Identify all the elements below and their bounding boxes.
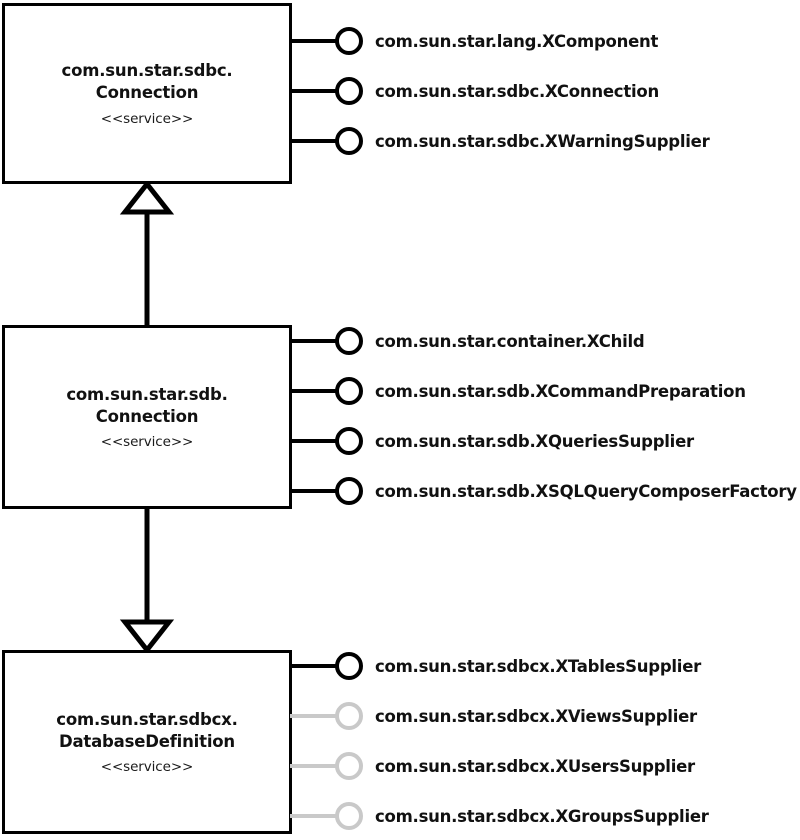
interface-circle-icon[interactable] <box>335 702 363 730</box>
interface-circle-icon[interactable] <box>335 752 363 780</box>
interface-connector-line <box>290 814 336 818</box>
service-title: com.sun.star.sdbcx. DatabaseDefinition <box>56 709 238 751</box>
interface-label: com.sun.star.sdbcx.XTablesSupplier <box>375 656 702 676</box>
service-title: com.sun.star.sdbc. Connection <box>61 61 233 102</box>
interface-label: com.sun.star.sdbcx.XViewsSupplier <box>375 706 697 726</box>
interface-lollipop[interactable]: com.sun.star.sdbcx.XViewsSupplier <box>290 699 697 733</box>
interface-circle-icon[interactable] <box>335 427 363 455</box>
interface-circle-icon[interactable] <box>335 477 363 505</box>
service-stereotype: <<service>> <box>100 759 194 776</box>
generalization-triangle-icon <box>119 619 175 655</box>
interface-connector-line <box>290 389 336 393</box>
interface-connector-line <box>290 664 336 668</box>
interface-lollipop[interactable]: com.sun.star.sdbcx.XUsersSupplier <box>290 749 695 783</box>
service-box-sdbcx-databasedefinition[interactable]: com.sun.star.sdbcx. DatabaseDefinition <<… <box>2 650 292 834</box>
interface-lollipop[interactable]: com.sun.star.sdb.XCommandPreparation <box>290 374 746 408</box>
interface-circle-icon[interactable] <box>335 77 363 105</box>
interface-lollipop[interactable]: com.sun.star.sdbcx.XTablesSupplier <box>290 649 701 683</box>
interface-lollipop[interactable]: com.sun.star.sdbc.XConnection <box>290 74 659 108</box>
interface-connector-line <box>290 89 336 93</box>
interface-label: com.sun.star.sdbcx.XGroupsSupplier <box>375 806 709 826</box>
generalization-arrow-sdb-generalizes-sdbcx <box>119 509 175 655</box>
interface-circle-icon[interactable] <box>335 327 363 355</box>
interface-lollipop[interactable]: com.sun.star.sdbcx.XGroupsSupplier <box>290 799 709 833</box>
generalization-triangle-icon <box>119 179 175 215</box>
interface-lollipop[interactable]: com.sun.star.lang.XComponent <box>290 24 658 58</box>
service-title: com.sun.star.sdb. Connection <box>66 384 228 426</box>
service-stereotype: <<service>> <box>100 434 194 451</box>
service-box-sdb-connection[interactable]: com.sun.star.sdb. Connection <<service>> <box>2 325 292 509</box>
interface-circle-icon[interactable] <box>335 802 363 830</box>
interface-connector-line <box>290 489 336 493</box>
interface-lollipop[interactable]: com.sun.star.sdb.XQueriesSupplier <box>290 424 694 458</box>
interface-label: com.sun.star.container.XChild <box>375 331 645 351</box>
interface-connector-line <box>290 39 336 43</box>
interface-connector-line <box>290 439 336 443</box>
interface-label: com.sun.star.sdb.XQueriesSupplier <box>375 431 694 451</box>
interface-label: com.sun.star.sdbcx.XUsersSupplier <box>375 756 695 776</box>
interface-connector-line <box>290 714 336 718</box>
interface-connector-line <box>290 339 336 343</box>
interface-circle-icon[interactable] <box>335 652 363 680</box>
interface-lollipop[interactable]: com.sun.star.container.XChild <box>290 324 645 358</box>
interface-label: com.sun.star.sdbc.XWarningSupplier <box>375 131 710 151</box>
interface-lollipop[interactable]: com.sun.star.sdbc.XWarningSupplier <box>290 124 710 158</box>
service-stereotype: <<service>> <box>100 110 194 127</box>
interface-circle-icon[interactable] <box>335 127 363 155</box>
interface-label: com.sun.star.sdb.XSQLQueryComposerFactor… <box>375 481 797 501</box>
interface-label: com.sun.star.sdb.XCommandPreparation <box>375 381 746 401</box>
service-box-sdbc-connection[interactable]: com.sun.star.sdbc. Connection <<service>> <box>2 3 292 184</box>
interface-circle-icon[interactable] <box>335 377 363 405</box>
generalization-arrow-sdb-generalizes-sdbc <box>119 179 175 325</box>
interface-label: com.sun.star.sdbc.XConnection <box>375 81 659 101</box>
interface-connector-line <box>290 764 336 768</box>
interface-lollipop[interactable]: com.sun.star.sdb.XSQLQueryComposerFactor… <box>290 474 797 508</box>
interface-connector-line <box>290 139 336 143</box>
interface-label: com.sun.star.lang.XComponent <box>375 31 659 51</box>
interface-circle-icon[interactable] <box>335 27 363 55</box>
